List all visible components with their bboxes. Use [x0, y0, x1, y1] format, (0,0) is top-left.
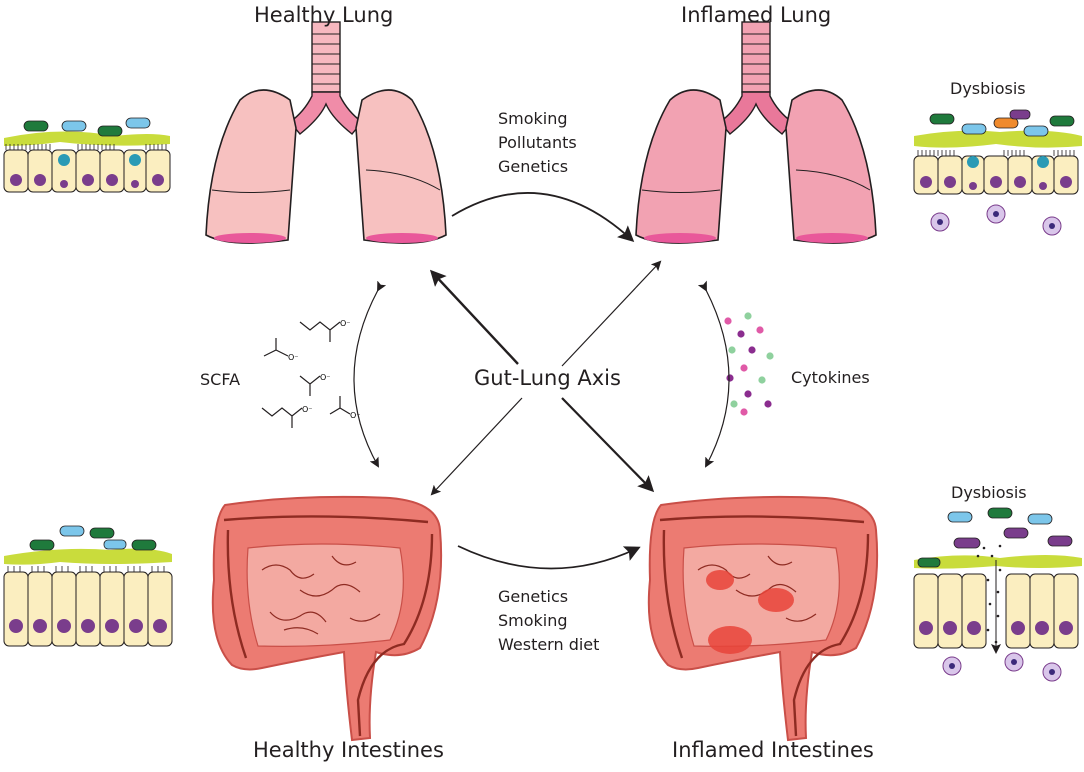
arrow-axis-to-inflamed-intestines [561, 397, 655, 493]
healthy-lung-epithelium [3, 117, 171, 193]
gut-trigger-genetics: Genetics [498, 587, 569, 606]
dysbiotic-lung-epithelium [913, 109, 1082, 236]
healthy-gut-epithelium [3, 525, 173, 647]
dysbiosis-lung-label: Dysbiosis [950, 79, 1026, 98]
scfa-charge-3: O⁻ [320, 373, 331, 382]
healthy-intestines [211, 495, 443, 742]
arrow-axis-to-inflamed-lung [561, 260, 662, 367]
scfa-charge-2: O⁻ [340, 319, 351, 328]
gut-trigger-smoking: Smoking [498, 611, 568, 630]
inflamed-intestines-title: Inflamed Intestines [672, 738, 874, 762]
cytokines-label: Cytokines [791, 368, 870, 387]
dysbiotic-gut-epithelium [913, 507, 1082, 682]
gut-lung-axis-label: Gut-Lung Axis [474, 366, 621, 390]
arrows [353, 192, 730, 570]
lung-trigger-pollutants: Pollutants [498, 133, 577, 152]
scfa-charge-1: O⁻ [288, 353, 299, 362]
scfa-charges: O⁻ O⁻ O⁻ O⁻ O⁻ [288, 319, 361, 420]
arrow-axis-to-healthy-intestines [430, 397, 523, 496]
scfa-charge-5: O⁻ [350, 411, 361, 420]
healthy-intestines-title: Healthy Intestines [253, 738, 444, 762]
inflamed-lung-title: Inflamed Lung [681, 3, 832, 27]
scfa-molecules [261, 321, 351, 428]
inflamed-lung [635, 21, 877, 244]
lung-trigger-genetics: Genetics [498, 157, 569, 176]
gut-trigger-western-diet: Western diet [498, 635, 600, 654]
gut-triggers: Genetics Smoking Western diet [498, 585, 599, 657]
arrow-lung-to-gut-left [353, 280, 387, 468]
arrow-healthy-to-inflamed-lung [451, 192, 635, 243]
lung-triggers: Smoking Pollutants Genetics [498, 107, 577, 179]
dysbiosis-gut-label: Dysbiosis [951, 483, 1027, 502]
inflamed-intestines [647, 495, 879, 742]
arrow-lung-to-gut-right [697, 280, 730, 468]
healthy-lung-title: Healthy Lung [254, 3, 394, 27]
arrow-healthy-to-inflamed-intestines [457, 545, 641, 570]
scfa-charge-4: O⁻ [302, 405, 313, 414]
cytokine-dots [724, 312, 774, 416]
lung-trigger-smoking: Smoking [498, 109, 568, 128]
scfa-label: SCFA [200, 370, 241, 389]
arrow-axis-to-healthy-lung [429, 269, 519, 365]
healthy-lung [205, 21, 447, 244]
